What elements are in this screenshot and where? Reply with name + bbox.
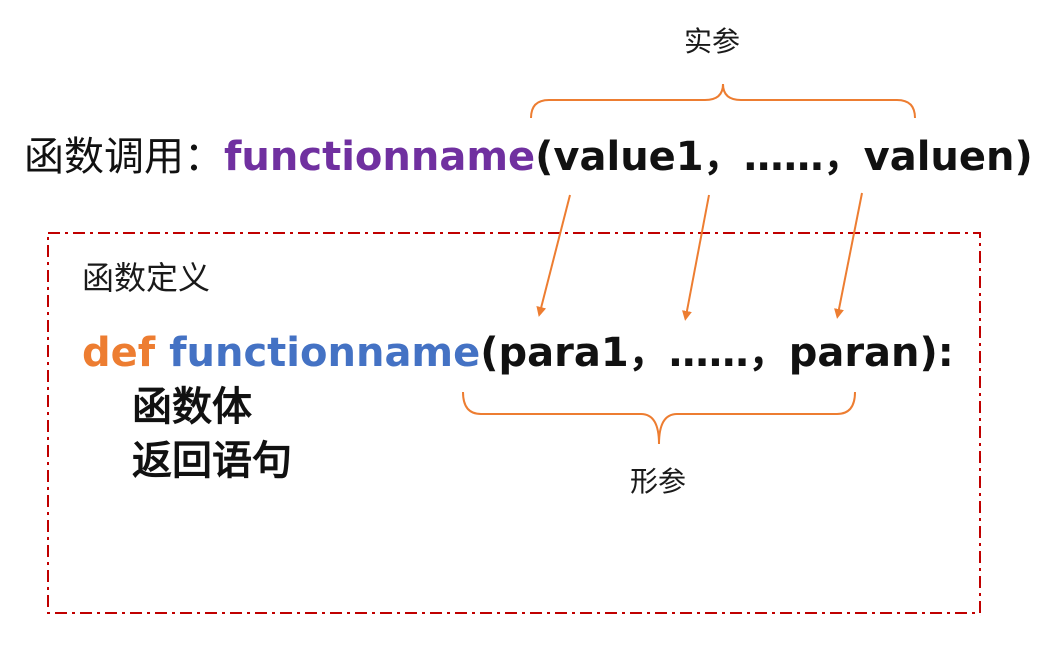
- formal-params-brace: [462, 391, 856, 445]
- return-statement-label: 返回语句: [132, 438, 292, 484]
- formal-params-label: 形参: [630, 465, 687, 498]
- arrow-valuen-to-paran: [834, 192, 863, 319]
- def-keyword: def: [82, 330, 156, 376]
- call-args: (value1，……，valuen): [535, 134, 1033, 180]
- def-func-name: functionname: [169, 330, 481, 376]
- arrow-value1-to-para1: [536, 194, 571, 317]
- call-func-name: functionname: [224, 134, 536, 180]
- arrow-ellipsis-to-ellipsis: [682, 194, 710, 321]
- def-params: (para1，……，paran):: [480, 330, 954, 376]
- def-line: def functionname(para1，……，paran):: [82, 333, 954, 373]
- call-line: 函数调用：functionname(value1，……，valuen): [24, 137, 1033, 177]
- definition-box: [47, 232, 981, 614]
- actual-params-brace: [530, 83, 916, 119]
- actual-params-label: 实参: [684, 25, 741, 58]
- definition-title: 函数定义: [82, 259, 211, 297]
- function-body-label: 函数体: [132, 384, 252, 430]
- call-prefix: 函数调用：: [24, 134, 224, 180]
